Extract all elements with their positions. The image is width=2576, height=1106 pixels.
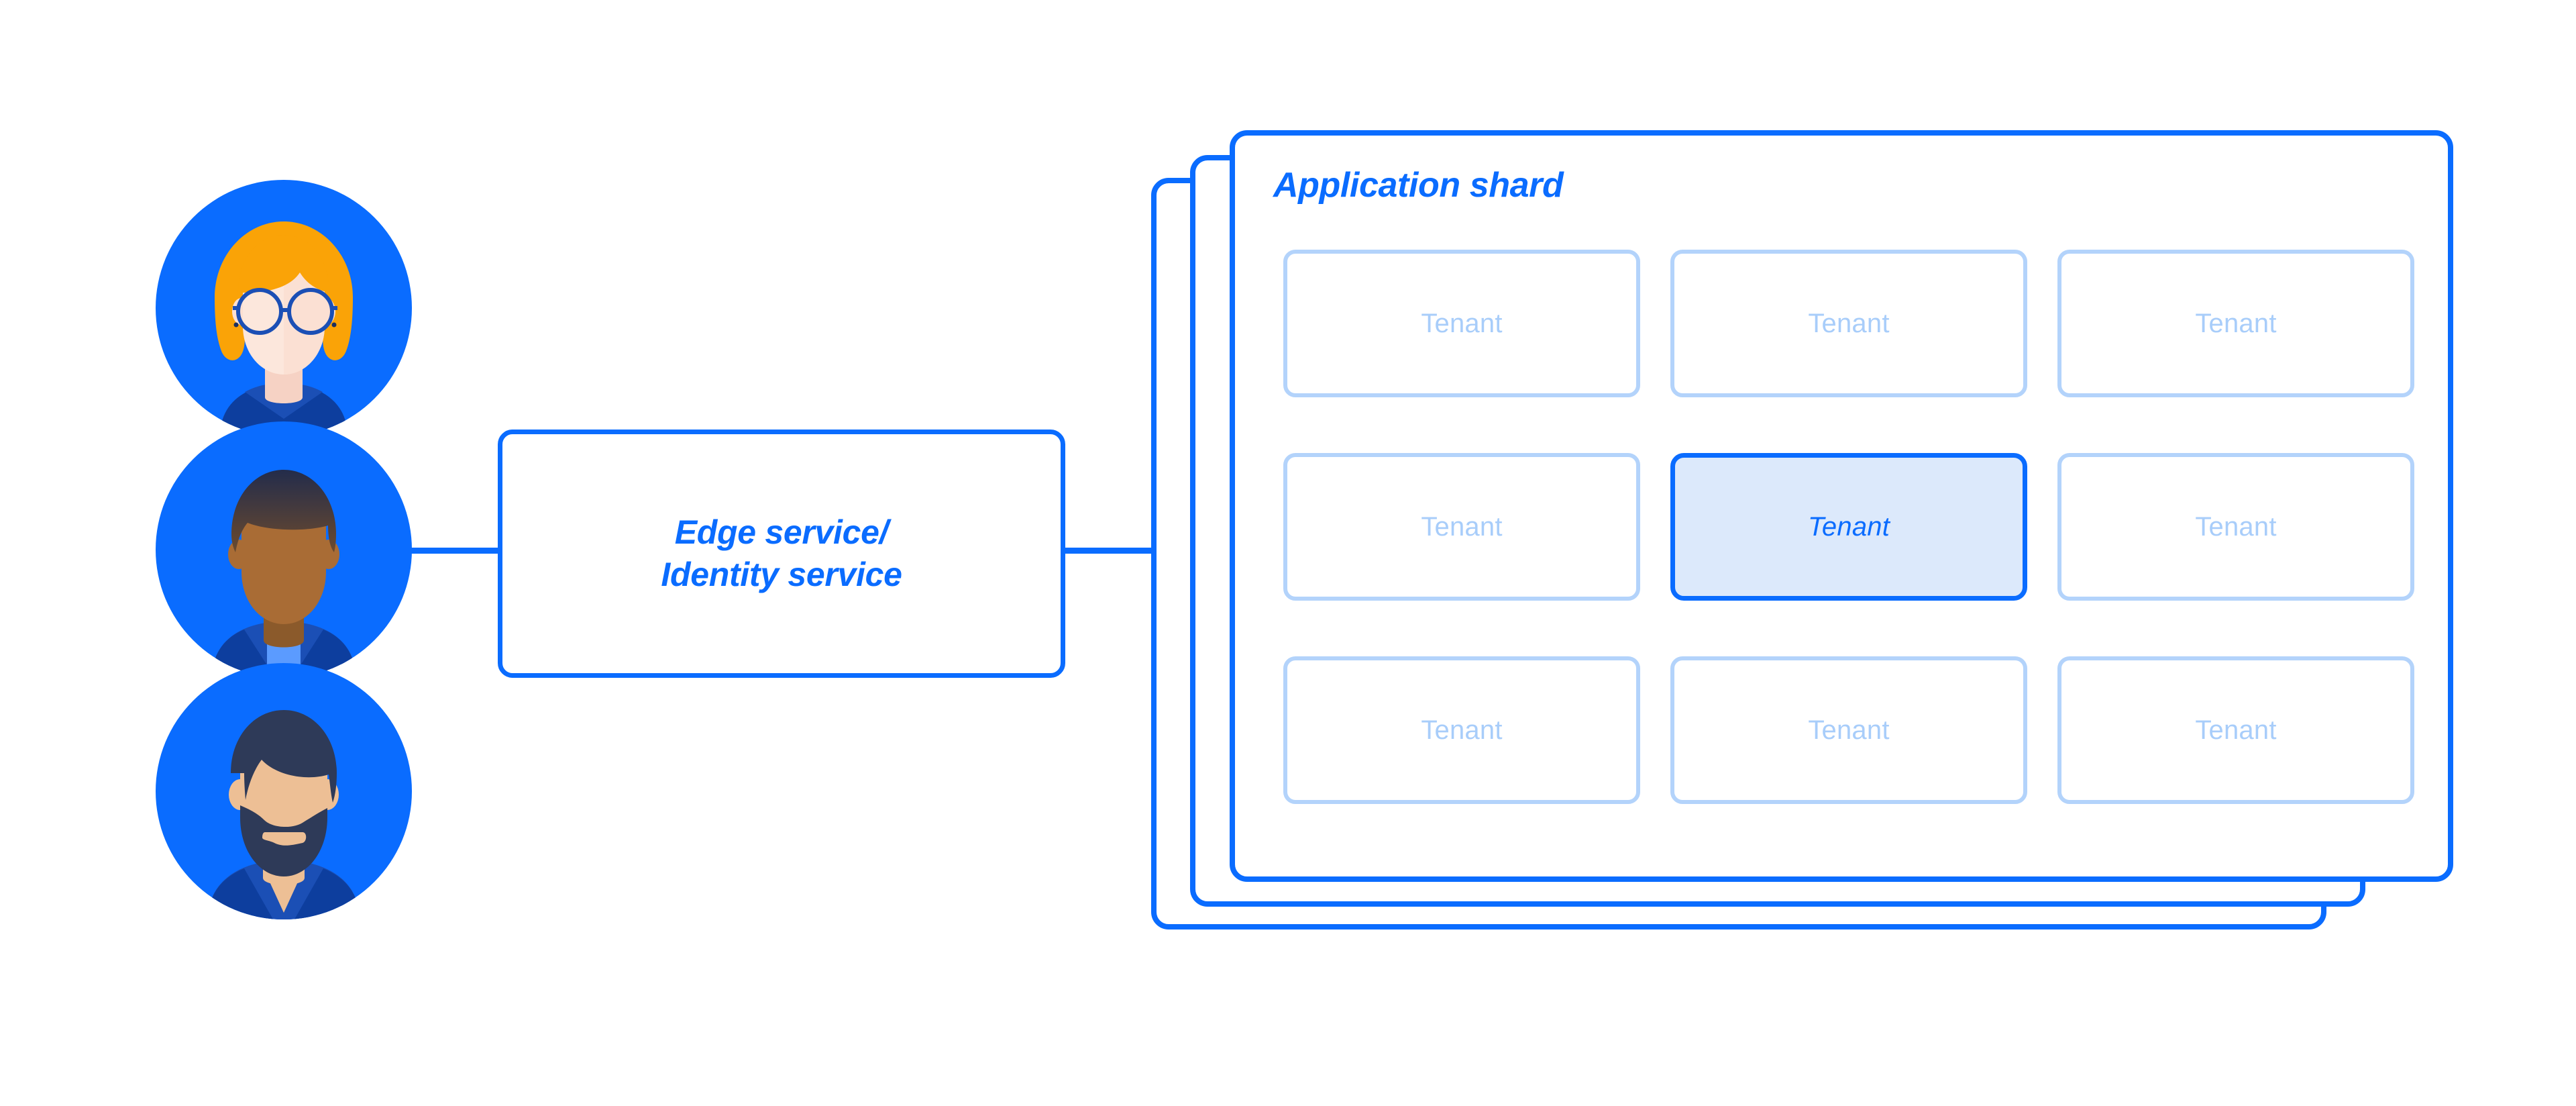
connector-edge-service-to-shard	[1061, 548, 1158, 554]
tenant-label: Tenant	[1421, 511, 1503, 542]
tenant-box-1[interactable]: Tenant	[1283, 250, 1640, 397]
tenant-label: Tenant	[1808, 308, 1890, 338]
tenant-label: Tenant	[2195, 715, 2277, 745]
edge-service-box[interactable]: Edge service/ Identity service	[498, 430, 1065, 678]
tenant-box-8[interactable]: Tenant	[1670, 656, 2027, 804]
user-avatar-man-beard-icon	[156, 663, 412, 919]
tenant-box-9[interactable]: Tenant	[2057, 656, 2414, 804]
tenant-box-5-active[interactable]: Tenant	[1670, 453, 2027, 601]
tenant-label: Tenant	[2195, 511, 2277, 542]
tenant-grid: Tenant Tenant Tenant Tenant Tenant Tenan…	[1283, 250, 2414, 804]
user-avatar-man-short-hair-icon	[156, 421, 412, 678]
application-shard-title: Application shard	[1273, 166, 1564, 205]
tenant-label: Tenant	[1421, 308, 1503, 338]
tenant-label: Tenant	[1807, 511, 1890, 542]
tenant-box-4[interactable]: Tenant	[1283, 453, 1640, 601]
application-shard-stack: Application shard Tenant Tenant Tenant T…	[1151, 130, 2459, 936]
edge-service-label: Edge service/ Identity service	[661, 513, 902, 593]
tenant-box-7[interactable]: Tenant	[1283, 656, 1640, 804]
users-group	[156, 180, 419, 925]
tenant-label: Tenant	[1808, 715, 1890, 745]
connector-users-to-edge-service	[400, 548, 502, 554]
tenant-label: Tenant	[1421, 715, 1503, 745]
user-avatar-woman-glasses-icon	[156, 180, 412, 436]
tenant-box-6[interactable]: Tenant	[2057, 453, 2414, 601]
application-shard-layer-front[interactable]: Application shard Tenant Tenant Tenant T…	[1230, 130, 2453, 882]
tenant-box-2[interactable]: Tenant	[1670, 250, 2027, 397]
tenant-label: Tenant	[2195, 308, 2277, 338]
tenant-box-3[interactable]: Tenant	[2057, 250, 2414, 397]
